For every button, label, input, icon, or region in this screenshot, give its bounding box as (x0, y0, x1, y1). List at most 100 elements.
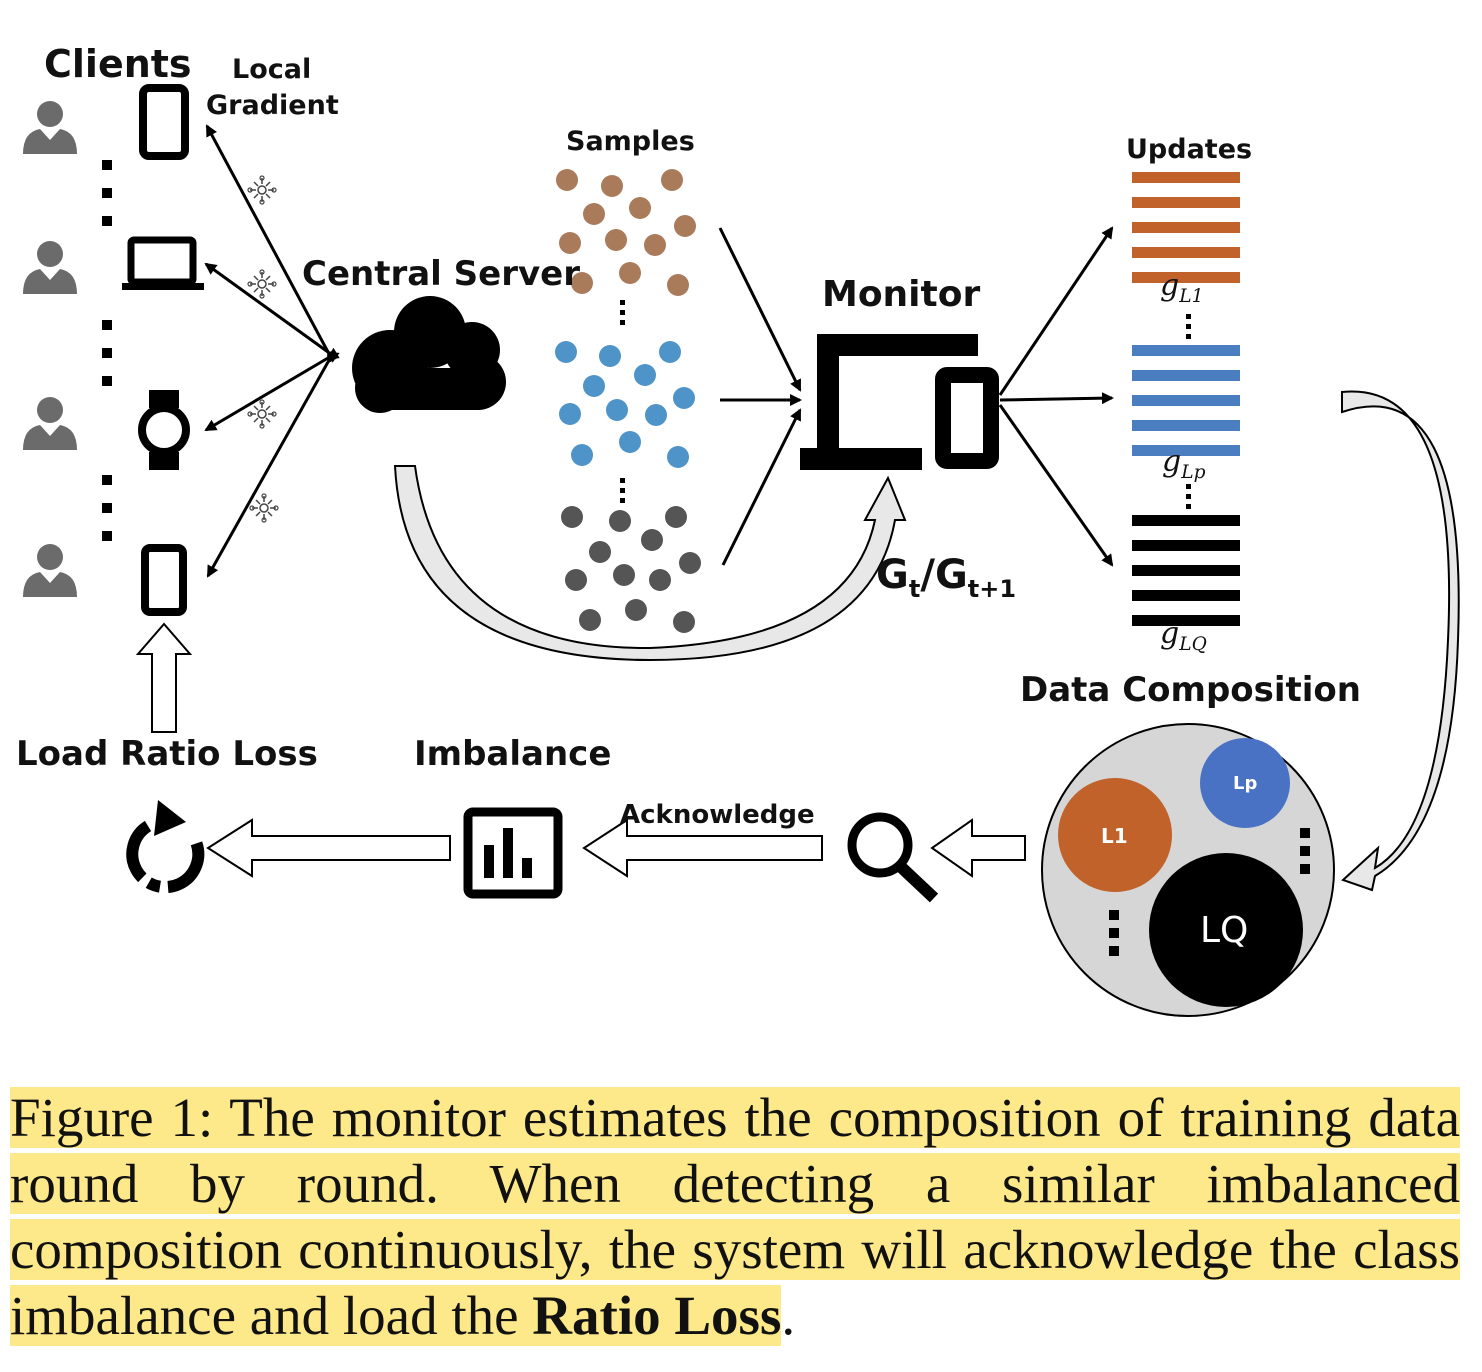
sample-dot (667, 274, 689, 296)
client-person-icon (23, 397, 77, 450)
sample-dot (665, 506, 687, 528)
gt-ratio-label: Gt/Gt+1 (876, 552, 1017, 603)
update-stripe (1132, 565, 1240, 576)
update-stripes (1132, 172, 1240, 626)
smartwatch-icon (138, 390, 190, 470)
figure-diagram: Clients Local Gradient Central Server Sa… (16, 42, 1460, 1017)
sample-dot (667, 446, 689, 468)
update-stripe (1132, 345, 1240, 356)
local-gradient-label-1: Local (232, 54, 312, 85)
caption-text: Figure 1: The monitor estimates the comp… (10, 1087, 1460, 1346)
monitor-label: Monitor (822, 274, 981, 315)
samples-label: Samples (566, 126, 695, 157)
client-person-icon (23, 544, 77, 597)
sample-dot (583, 375, 605, 397)
update-stripe (1132, 172, 1240, 183)
sample-dot (583, 203, 605, 225)
vertical-ellipsis-icon (102, 160, 112, 541)
sample-dot (559, 403, 581, 425)
sample-dot (589, 541, 611, 563)
samples-arrows (718, 227, 802, 566)
sample-dot (605, 229, 627, 251)
diagram-svg (23, 84, 1460, 1017)
g-l1-label: gL1 (1160, 268, 1204, 307)
sample-dot (644, 234, 666, 256)
data-composition-circle (1041, 723, 1335, 1017)
phone-icon (139, 84, 189, 160)
sample-dot (629, 197, 651, 219)
update-stripe (1132, 540, 1240, 551)
g-lp-label: gLp (1162, 444, 1206, 483)
sample-dot (556, 169, 578, 191)
search-icon (847, 812, 939, 903)
hollow-up-arrow (135, 622, 193, 733)
g-lq-label: gLQ (1160, 616, 1207, 655)
load-ratio-loss-label: Load Ratio Loss (16, 734, 318, 774)
sample-dot (579, 609, 601, 631)
caption-bold: Ratio Loss (532, 1285, 782, 1346)
updates-arrows (998, 226, 1114, 567)
update-stripe (1132, 222, 1240, 233)
sample-dot (674, 215, 696, 237)
sample-dot (619, 431, 641, 453)
gradient-arrows (204, 124, 340, 578)
circle-lp-label: Lp (1233, 773, 1258, 794)
update-stripe (1132, 590, 1240, 601)
tablet-icon (141, 544, 187, 616)
acknowledge-label: Acknowledge (620, 800, 815, 830)
right-curved-hollow-arrow (1341, 390, 1460, 892)
sample-dot (679, 552, 701, 574)
update-stripe (1132, 445, 1240, 456)
sample-dot (561, 506, 583, 528)
updates-ellipsis-icon (1186, 314, 1191, 509)
data-composition-label: Data Composition (1020, 670, 1361, 710)
clients-label: Clients (44, 42, 192, 86)
sample-dot (555, 341, 577, 363)
update-stripe (1132, 247, 1240, 258)
reload-icon (126, 800, 205, 894)
sample-dot (661, 169, 683, 191)
updates-label: Updates (1126, 134, 1253, 165)
client-person-icon (23, 101, 77, 154)
sample-dot (673, 387, 695, 409)
sample-dot (673, 611, 695, 633)
cloud-icon (352, 296, 506, 413)
sample-dot (641, 529, 663, 551)
imbalance-label: Imbalance (414, 734, 612, 774)
sample-dot (645, 404, 667, 426)
update-stripe (1132, 615, 1240, 626)
monitor-devices-icon (800, 334, 999, 470)
sample-dot (571, 444, 593, 466)
sample-dot (625, 599, 647, 621)
sample-dot (613, 564, 635, 586)
sample-dot (649, 569, 671, 591)
update-stripe (1132, 272, 1240, 283)
sample-dot (609, 510, 631, 532)
sample-dot (619, 262, 641, 284)
local-gradient-label-2: Gradient (206, 90, 339, 121)
update-stripe (1132, 395, 1240, 406)
samples-ellipsis-icon (620, 300, 625, 503)
circle-l1-label: L1 (1101, 824, 1128, 848)
sample-dot (571, 272, 593, 294)
sample-dot (634, 364, 656, 386)
sample-dot (659, 341, 681, 363)
update-stripe (1132, 370, 1240, 381)
central-server-label: Central Server (302, 254, 580, 294)
samples-dots (555, 169, 701, 633)
update-stripe (1132, 197, 1240, 208)
bar-chart-icon (463, 807, 563, 899)
curved-hollow-arrow (393, 465, 907, 662)
circle-lq-label: LQ (1200, 910, 1249, 951)
client-person-icon (23, 241, 77, 294)
update-stripe (1132, 420, 1240, 431)
sample-dot (599, 345, 621, 367)
laptop-icon (122, 236, 204, 290)
update-stripe (1132, 515, 1240, 526)
sample-dot (606, 399, 628, 421)
caption-end: . (781, 1285, 796, 1346)
hollow-left-arrows (206, 818, 1026, 878)
sample-dot (565, 569, 587, 591)
figure-caption: Figure 1: The monitor estimates the comp… (10, 1085, 1460, 1349)
sample-dot (601, 175, 623, 197)
